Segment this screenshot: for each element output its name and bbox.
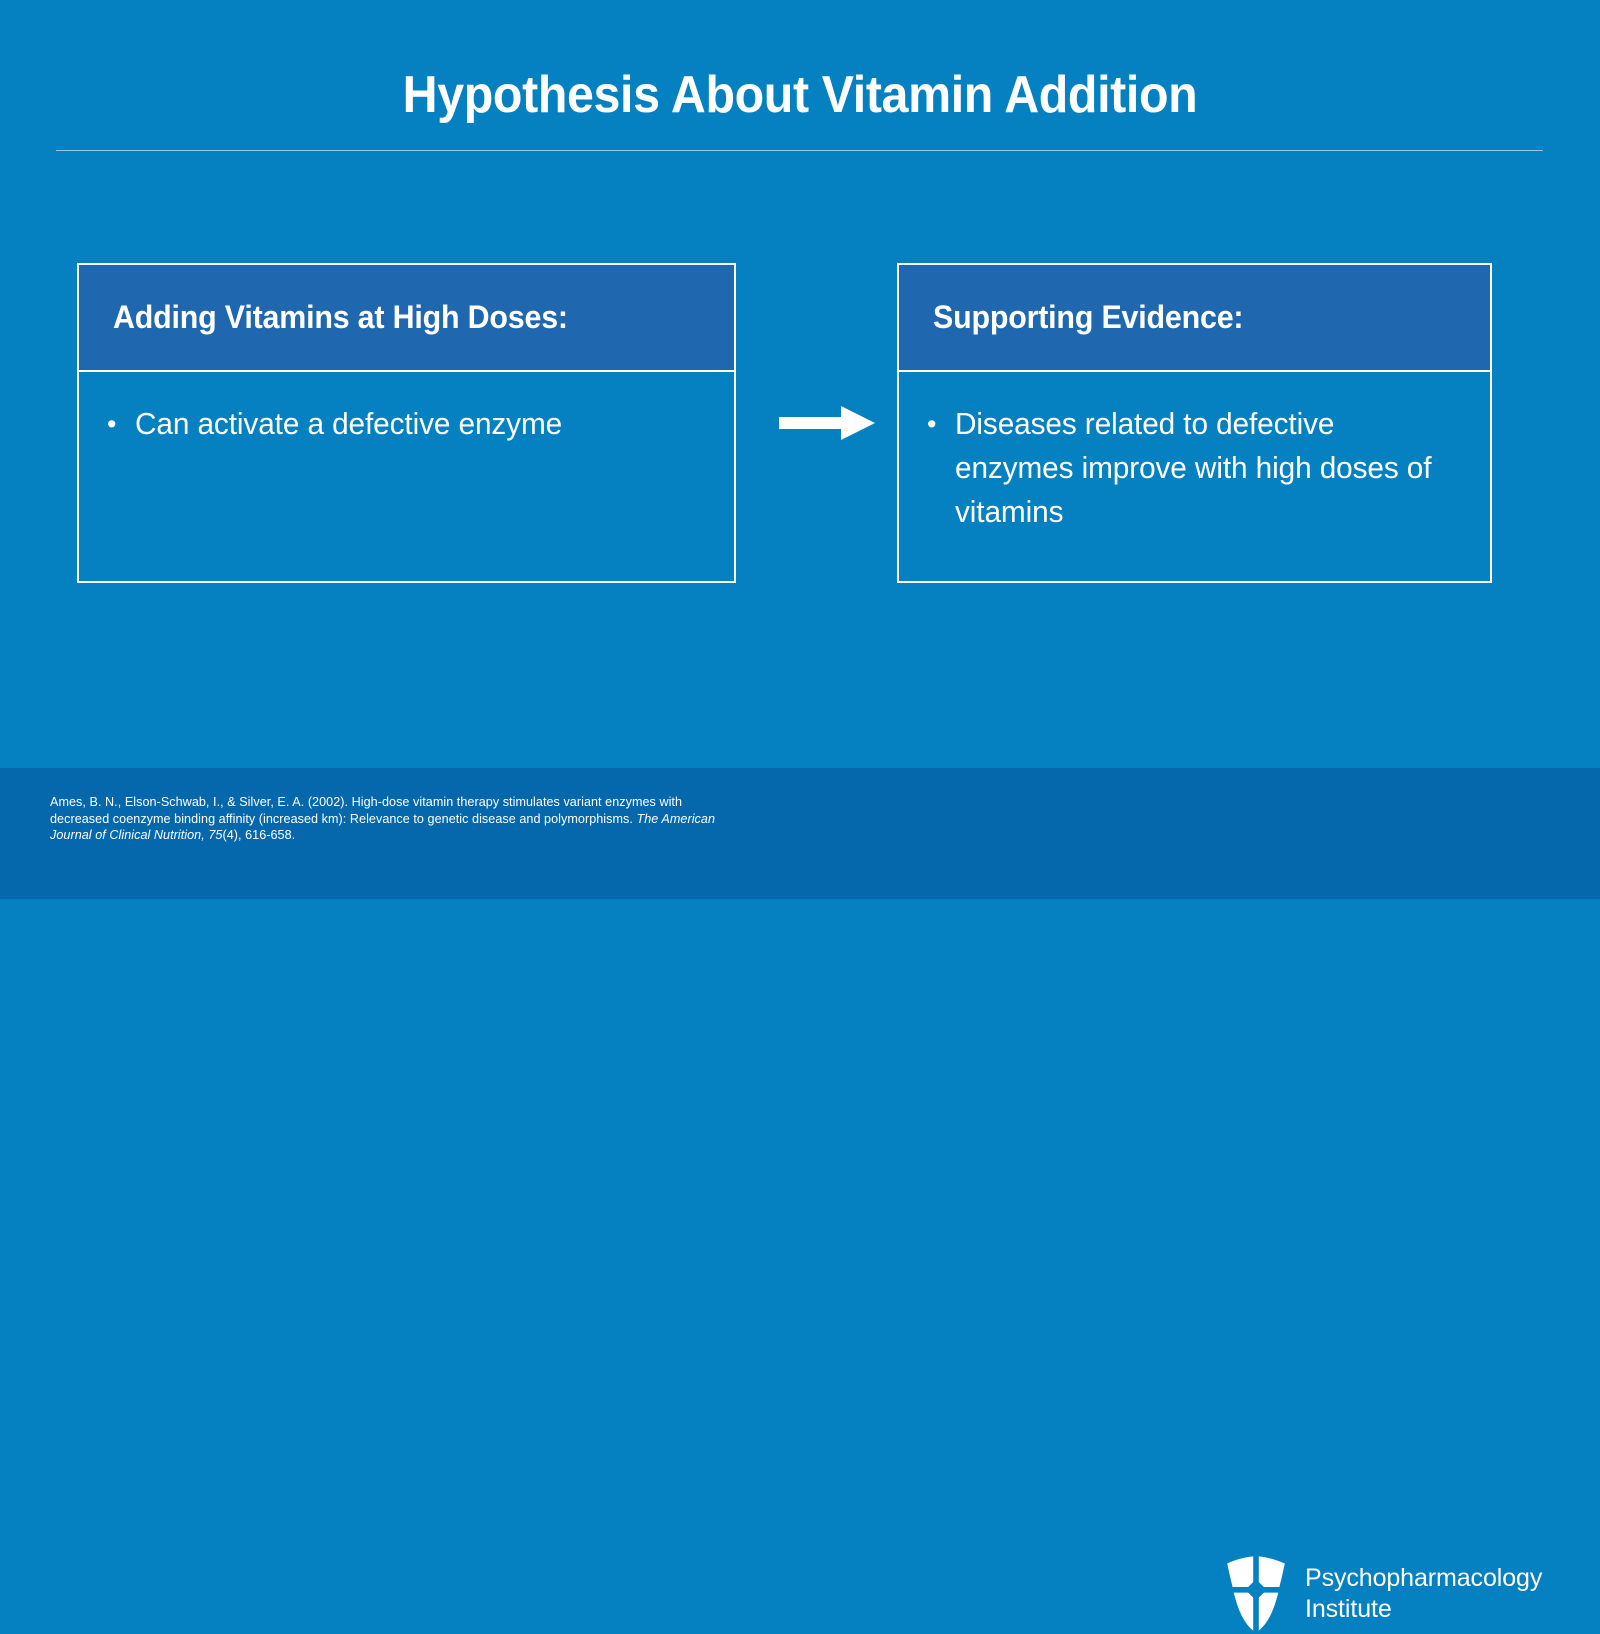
shield-icon [1227,1556,1285,1631]
right-arrow-icon [779,405,875,441]
footer-bar: Ames, B. N., Elson-Schwab, I., & Silver,… [0,768,1600,1631]
content-box-right-header: Supporting Evidence: [899,265,1490,372]
page-title: Hypothesis About Vitamin Addition [402,66,1198,124]
list-item: • Can activate a defective enzyme [107,402,708,446]
title-divider [56,150,1543,151]
content-box-left: Adding Vitamins at High Doses: • Can act… [77,263,736,583]
citation-text: Ames, B. N., Elson-Schwab, I., & Silver,… [50,794,740,844]
citation-journal: The American Journal of Clinical Nutriti… [50,811,716,843]
content-box-left-header-label: Adding Vitamins at High Doses: [113,299,568,335]
content-box-right: Supporting Evidence: • Diseases related … [897,263,1492,583]
bullet-icon: • [107,409,117,439]
content-box-left-header: Adding Vitamins at High Doses: [79,265,734,372]
citation-part-1: Ames, B. N., Elson-Schwab, I., & Silver,… [50,795,683,826]
citation-part-2: (4), 616-658. [222,828,296,842]
brand-name-line-2: Institute [1305,1595,1392,1623]
bullet-icon: • [927,409,937,439]
list-item-label: Can activate a defective enzyme [135,406,563,441]
brand-name-line-1: Psychopharmacology [1305,1564,1543,1592]
title-block: Hypothesis About Vitamin Addition [0,66,1600,126]
content-box-right-body: • Diseases related to defective enzymes … [899,372,1490,534]
list-item: • Diseases related to defective enzymes … [927,402,1464,534]
content-box-left-body: • Can activate a defective enzyme [79,372,734,446]
slide: Hypothesis About Vitamin Addition Adding… [0,66,1600,1631]
content-box-right-header-label: Supporting Evidence: [933,299,1244,335]
list-item-label: Diseases related to defective enzymes im… [955,406,1432,529]
